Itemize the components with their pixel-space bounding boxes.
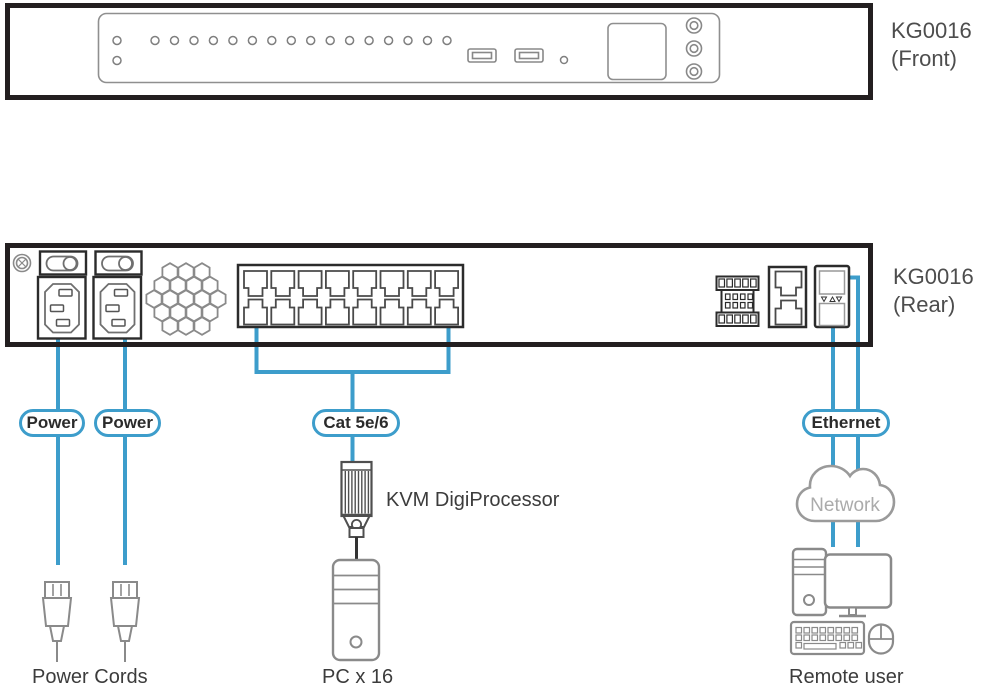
badge-ethernet: Ethernet [802,409,890,437]
remote-keyboard [789,620,866,656]
power-cords-label: Power Cords [32,666,148,688]
power-switch-2 [94,250,143,276]
remote-monitor [823,553,893,618]
lan-port-block [767,265,808,329]
front-panel-view: (Front) [891,46,957,71]
pc-tower [331,558,381,662]
power-cord-plug-2 [110,581,140,663]
power-cord-plug-1 [42,581,72,663]
module-triangle-markings [820,295,843,303]
serial-terminal-block [715,275,760,327]
power-inlet-2 [92,275,143,340]
grounding-screw [12,253,32,273]
rear-panel-label: KG0016 (Rear) [893,263,974,319]
front-panel-label: KG0016 (Front) [891,17,972,73]
rear-panel-view: (Rear) [893,292,956,317]
ethernet-cable-right [849,275,860,547]
front-circular-ports [685,17,703,80]
badge-power-left: Power [19,409,85,437]
rear-panel-outline [5,243,873,347]
cables [56,275,860,565]
rear-panel [12,250,851,340]
remote-tower [791,547,828,617]
rear-panel-model: KG0016 [893,264,974,289]
front-display-panel [607,22,667,81]
usb-port-1 [467,48,497,63]
kvm-digiprocessor-label: KVM DigiProcessor [386,489,560,511]
remote-user-label: Remote user [789,666,904,688]
remote-mouse [867,623,895,655]
network-cloud: Network [795,464,896,523]
cat5-bus [254,327,451,374]
badge-cat5e6: Cat 5e/6 [312,409,400,437]
network-cloud-label: Network [810,495,880,516]
usb-port-2 [514,48,544,63]
power-inlet-1 [36,275,87,340]
kvm-port-block [236,263,465,329]
remote-user-workstation [789,547,895,656]
front-panel-model: KG0016 [891,18,972,43]
kvm-digiprocessor-dongle [340,460,373,559]
front-led-indicators [112,35,452,66]
pc-count-label: PC x 16 [322,666,394,688]
power-switch-1 [38,250,88,276]
front-panel [5,3,873,100]
front-faceplate [97,12,721,84]
ethernet-module [813,264,851,329]
badge-power-right: Power [94,409,161,437]
front-panel-outline [5,3,873,100]
fan-grille [145,262,227,336]
reset-button [559,55,569,65]
